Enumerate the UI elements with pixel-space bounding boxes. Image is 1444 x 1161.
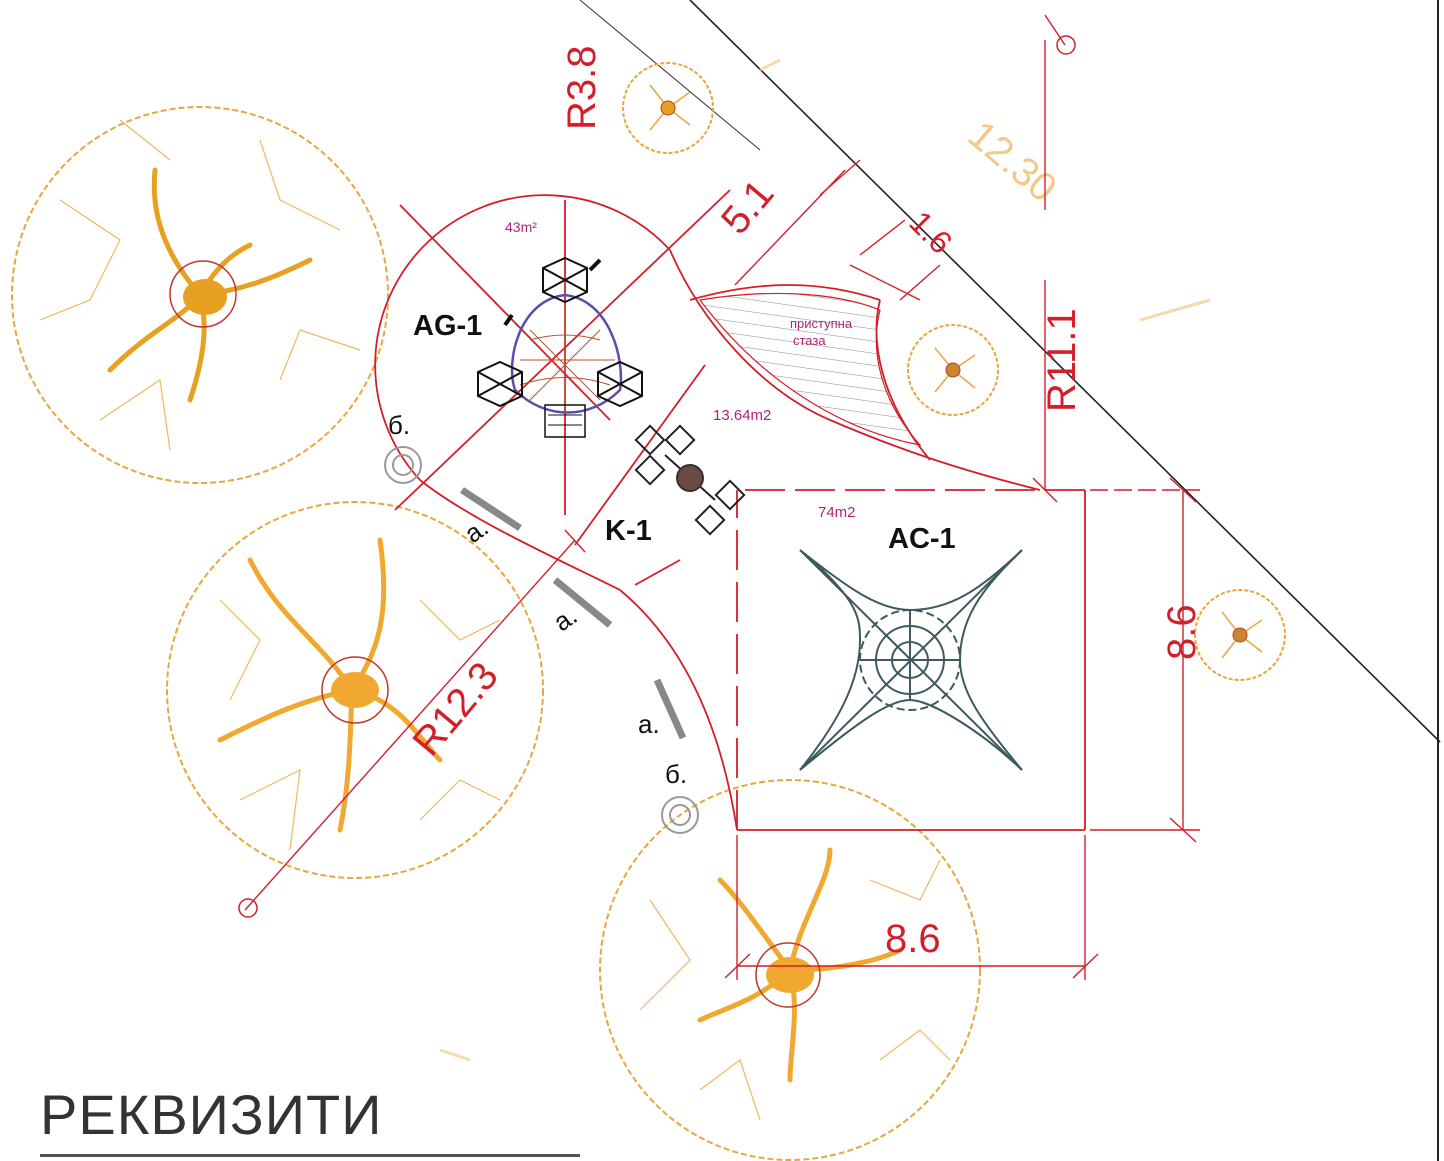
tree-small-top xyxy=(622,62,714,154)
tree-large-left xyxy=(166,501,544,879)
bench-3 xyxy=(653,678,687,740)
ac1-label: AC-1 xyxy=(888,523,956,555)
page-title: РЕКВИЗИТИ xyxy=(40,1083,383,1146)
tree-large-top-left xyxy=(11,106,389,484)
dimension-lines xyxy=(244,14,1200,980)
k1-label: K-1 xyxy=(605,515,652,547)
tree-large-bottom xyxy=(599,779,981,1161)
radius-center-marker-bottom xyxy=(238,898,258,918)
tree-small-right xyxy=(1194,589,1286,681)
ag1-equipment xyxy=(477,256,643,438)
bin-label-2: б. xyxy=(665,759,687,789)
ac1-zone xyxy=(736,489,1086,831)
radius-center-marker-top xyxy=(1056,35,1076,55)
ac1-equipment xyxy=(799,549,1023,771)
accessible-path-hatch xyxy=(698,292,922,446)
bin-2 xyxy=(661,796,699,834)
dimension-r12-3: R12.3 xyxy=(404,654,506,764)
path-label-line1: приступна xyxy=(790,316,853,331)
bench-label-2: а. xyxy=(548,600,583,637)
ag1-label: AG-1 xyxy=(413,310,482,342)
bench-2 xyxy=(552,577,613,628)
dimension-5-1: 5.1 xyxy=(713,172,782,243)
dimension-12-30: 12.30 xyxy=(960,113,1065,211)
title-underline xyxy=(40,1154,580,1157)
bench-1 xyxy=(460,487,522,531)
dimension-8-6-horizontal: 8.6 xyxy=(885,917,941,961)
k1-area-label: 13.64m2 xyxy=(713,407,771,424)
dimension-8-6-vertical: 8.6 xyxy=(1160,604,1204,660)
tree-small-middle xyxy=(907,324,999,416)
bin-label-1: б. xyxy=(388,410,410,440)
dimension-1-6: 1.6 xyxy=(902,204,959,261)
path-label-line2: стаза xyxy=(793,333,826,348)
plot-boundary-line xyxy=(689,0,1441,743)
bin-1 xyxy=(384,446,422,484)
ag1-area-label: 43m² xyxy=(505,219,537,235)
dimension-r11-1: R11.1 xyxy=(1040,308,1084,412)
background-marks xyxy=(439,58,1211,1062)
plot-boundary-line-outer xyxy=(579,0,761,151)
bench-label-1: а. xyxy=(459,512,494,549)
ac1-area-label: 74m2 xyxy=(818,504,856,521)
k1-equipment xyxy=(634,424,746,536)
playground-boundary xyxy=(374,189,1041,831)
dimension-r3-8: R3.8 xyxy=(560,46,604,131)
bench-label-3: а. xyxy=(638,709,660,739)
